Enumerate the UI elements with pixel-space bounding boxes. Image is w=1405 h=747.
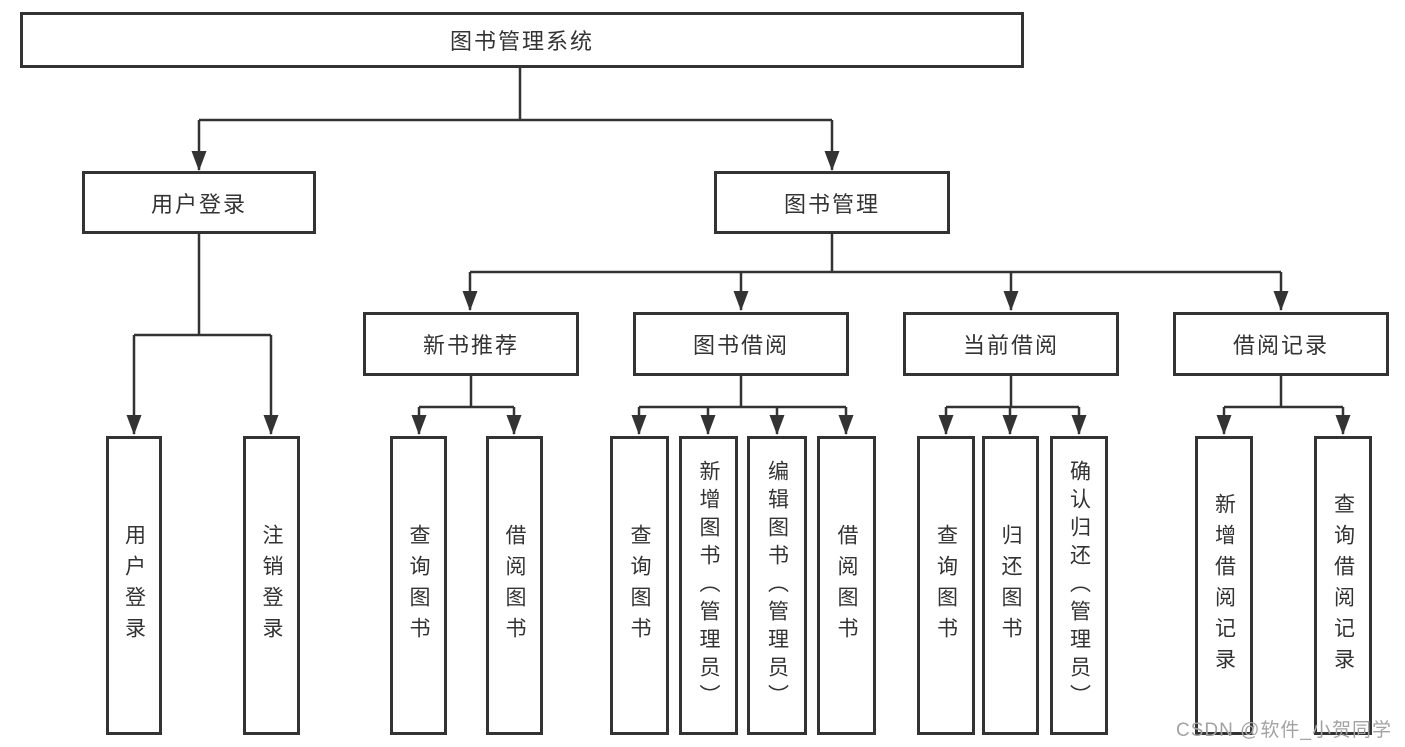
leaf-logout: 注销登录 (243, 436, 300, 735)
leaf-return-books: 归还图书 (982, 436, 1039, 735)
leaf-add-borrow-record: 新增借阅记录 (1195, 436, 1253, 735)
leaf-borrow-books: 借阅图书 (817, 436, 876, 735)
leaf-add-books-admin: 新增图书（管理员） (679, 436, 738, 735)
leaf-confirm-return-admin: 确认归还（管理员） (1050, 436, 1108, 735)
node-current-borrowing: 当前借阅 (903, 312, 1119, 376)
leaf-edit-books-admin: 编辑图书（管理员） (747, 436, 807, 735)
node-borrowing-records: 借阅记录 (1173, 312, 1389, 376)
node-user-login-branch: 用户登录 (82, 171, 316, 234)
leaf-query-books-recommend: 查询图书 (390, 436, 447, 735)
leaf-query-books-current: 查询图书 (917, 436, 975, 735)
node-new-book-recommend: 新书推荐 (363, 312, 579, 376)
leaf-query-books-borrowing: 查询图书 (610, 436, 669, 735)
node-book-borrowing: 图书借阅 (633, 312, 849, 376)
node-book-management-branch: 图书管理 (714, 171, 950, 234)
leaf-user-login: 用户登录 (106, 436, 162, 735)
node-library-management-system: 图书管理系统 (20, 12, 1024, 68)
leaf-borrow-books-recommend: 借阅图书 (486, 436, 543, 735)
csdn-watermark: CSDN @软件_小贺同学 (1176, 720, 1392, 741)
leaf-query-borrow-record: 查询借阅记录 (1314, 436, 1372, 735)
